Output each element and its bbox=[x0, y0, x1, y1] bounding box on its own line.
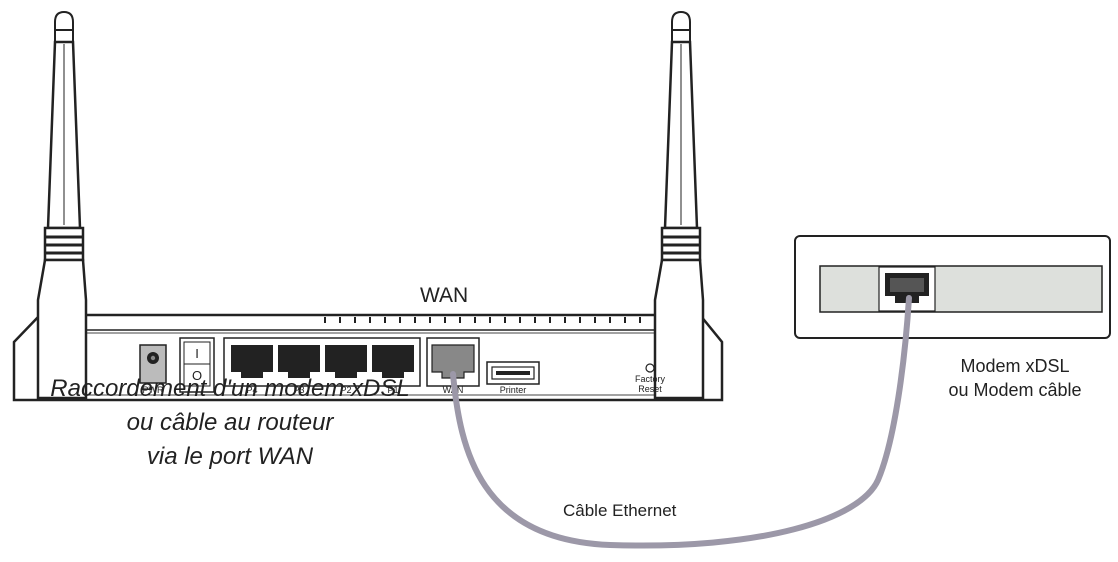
factory-reset: Factory Reset bbox=[635, 363, 666, 394]
modem bbox=[794, 235, 1111, 339]
modem-caption-line2: ou Modem câble bbox=[948, 380, 1082, 400]
modem-caption-line1: Modem xDSL bbox=[960, 356, 1070, 376]
pwr-label: PWR bbox=[143, 385, 164, 395]
lan-ports: P4 P3 P2 P1 bbox=[223, 337, 421, 395]
lan-port-p1: P1 bbox=[372, 345, 414, 395]
main-caption-line3: via le port WAN bbox=[146, 443, 314, 470]
left-antenna bbox=[36, 10, 88, 400]
printer-label: Printer bbox=[500, 385, 527, 395]
main-caption: Raccordement d'un modem xDSL ou câble au… bbox=[20, 372, 440, 474]
modem-caption: Modem xDSL ou Modem câble bbox=[930, 354, 1100, 402]
main-caption-line1: Raccordement d'un modem xDSL bbox=[50, 375, 410, 402]
power-jack: PWR bbox=[139, 344, 167, 395]
power-switch: I O bbox=[179, 337, 215, 393]
right-antenna bbox=[653, 10, 705, 400]
switch-off-label: O bbox=[192, 368, 202, 383]
reset-label-1: Factory bbox=[635, 374, 666, 384]
p4-label: P4 bbox=[246, 385, 257, 395]
lan-port-p2: P2 bbox=[325, 345, 367, 395]
switch-on-label: I bbox=[195, 346, 199, 361]
reset-label-2: Reset bbox=[638, 384, 662, 394]
lan-port-p4: P4 bbox=[231, 345, 273, 395]
p2-label: P2 bbox=[340, 385, 351, 395]
lan-port-p3: P3 bbox=[278, 345, 320, 395]
p3-label: P3 bbox=[293, 385, 304, 395]
main-caption-line2: ou câble au routeur bbox=[126, 409, 334, 436]
p1-label: P1 bbox=[387, 385, 398, 395]
printer-port: Printer bbox=[486, 361, 540, 395]
ethernet-cable bbox=[450, 295, 912, 549]
wan-title: WAN bbox=[420, 284, 469, 307]
cable-caption: Câble Ethernet bbox=[563, 501, 677, 520]
